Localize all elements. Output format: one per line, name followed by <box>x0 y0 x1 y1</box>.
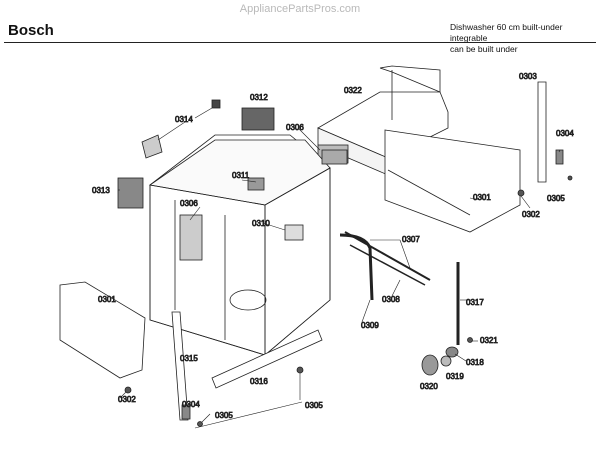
part-0307-rail[interactable] <box>344 231 431 286</box>
label-0303[interactable]: 0303 <box>519 72 538 82</box>
part-0304-clip-right[interactable] <box>555 149 564 165</box>
part-0318-pulley[interactable] <box>445 346 459 358</box>
label-0302-right[interactable]: 0302 <box>522 210 541 220</box>
label-0310[interactable]: 0310 <box>252 219 271 229</box>
label-0301-left[interactable]: 0301 <box>98 295 117 305</box>
label-0314[interactable]: 0314 <box>175 115 194 125</box>
label-0306-left[interactable]: 0306 <box>180 199 199 209</box>
label-0308[interactable]: 0308 <box>382 295 401 305</box>
part-0314-bracket[interactable] <box>141 134 163 159</box>
label-0305-bottom[interactable]: 0305 <box>305 401 324 411</box>
part-0305-screw-left[interactable] <box>197 421 203 427</box>
part-0320-wheel[interactable] <box>421 354 439 376</box>
header-divider <box>4 42 596 43</box>
part-0319-washer[interactable] <box>440 355 452 367</box>
brand-title: Bosch <box>8 22 54 39</box>
part-0313-hinge[interactable] <box>117 177 144 209</box>
label-0305-left[interactable]: 0305 <box>215 411 234 421</box>
part-0305-screw-right[interactable] <box>567 175 573 181</box>
description-line-2: can be built under <box>450 44 518 54</box>
label-0313[interactable]: 0313 <box>92 186 111 196</box>
label-0306-top[interactable]: 0306 <box>286 123 305 133</box>
label-0309[interactable]: 0309 <box>361 321 380 331</box>
leader-lines <box>118 107 561 429</box>
part-0321-pin[interactable] <box>467 337 473 343</box>
part-0301-left-panel[interactable] <box>59 281 146 379</box>
label-0301-right[interactable]: 0301 <box>473 193 492 203</box>
label-0316[interactable]: 0316 <box>250 377 269 387</box>
part-0309-hose[interactable] <box>339 233 374 301</box>
label-0304-right[interactable]: 0304 <box>556 129 575 139</box>
label-0320[interactable]: 0320 <box>420 382 439 392</box>
label-0317[interactable]: 0317 <box>466 298 485 308</box>
part-0301-right-panel[interactable] <box>384 129 521 233</box>
label-0311[interactable]: 0311 <box>232 171 251 181</box>
part-0312-hinge[interactable] <box>241 107 275 131</box>
part-tub-body <box>148 134 348 356</box>
part-0304-clip-left[interactable] <box>181 404 191 420</box>
part-0315-strip[interactable] <box>171 311 189 421</box>
part-0302-screw-left[interactable] <box>124 386 132 394</box>
description-line-1: Dishwasher 60 cm built-under integrable <box>450 22 563 43</box>
label-0304-left[interactable]: 0304 <box>182 400 201 410</box>
part-0302-screw-right[interactable] <box>517 189 525 197</box>
part-0310-bracket[interactable] <box>284 224 304 241</box>
label-0305-right[interactable]: 0305 <box>547 194 566 204</box>
part-0305-screw-bottom[interactable] <box>296 366 304 374</box>
label-0307[interactable]: 0307 <box>402 235 421 245</box>
label-0302-left[interactable]: 0302 <box>118 395 137 405</box>
label-0312[interactable]: 0312 <box>250 93 269 103</box>
label-0321[interactable]: 0321 <box>480 336 499 346</box>
label-0322[interactable]: 0322 <box>344 86 363 96</box>
part-0303-strip[interactable] <box>537 81 547 183</box>
watermark: AppliancePartsPros.com <box>239 3 361 15</box>
label-0318[interactable]: 0318 <box>466 358 485 368</box>
model-description: Dishwasher 60 cm built-under integrable … <box>450 22 600 55</box>
part-0316-rail[interactable] <box>211 329 323 389</box>
label-0315[interactable]: 0315 <box>180 354 199 364</box>
label-0319[interactable]: 0319 <box>446 372 465 382</box>
part-0312-clip[interactable] <box>211 99 221 109</box>
